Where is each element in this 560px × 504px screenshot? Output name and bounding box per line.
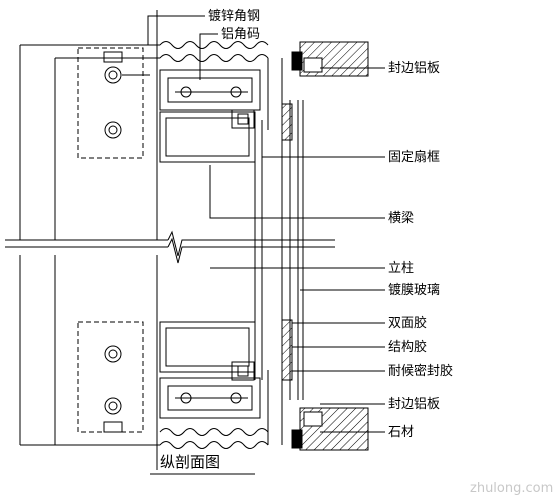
label-coated-glass: 镀膜玻璃 xyxy=(388,282,440,298)
break-line xyxy=(5,230,335,264)
label-aluminum-angle-code: 铝角码 xyxy=(221,27,260,42)
label-crossbeam: 横梁 xyxy=(388,211,414,226)
stone-bottom xyxy=(299,407,369,451)
label-structural-sealant: 结构胶 xyxy=(388,339,427,355)
anchor-plate-bottom xyxy=(77,321,144,433)
label-fixed-sash-frame: 固定扇框 xyxy=(388,149,440,165)
label-weather-sealant: 耐候密封胶 xyxy=(388,363,453,379)
structure-outline xyxy=(19,10,160,470)
bolt-icon xyxy=(103,345,123,433)
aluminum-angle-bottom xyxy=(159,377,261,419)
galvanized-angle-steel-bottom xyxy=(159,428,269,449)
anchor-plate-top xyxy=(77,47,144,159)
label-edge-aluminum-panel-bottom: 封边铝板 xyxy=(388,397,440,412)
leader-lines xyxy=(147,15,385,433)
crossbeam-top xyxy=(159,111,256,163)
watermark: zhulong.com xyxy=(470,481,553,496)
label-edge-aluminum-panel-top: 封边铝板 xyxy=(388,61,440,76)
sealant-blocks xyxy=(281,51,303,449)
label-column: 立柱 xyxy=(388,261,414,276)
galvanized-angle-steel xyxy=(159,41,269,62)
drawing-caption: 纵剖面图 xyxy=(160,453,220,471)
bolt-icon xyxy=(103,51,150,139)
aluminum-angle-top xyxy=(159,69,261,111)
label-stone: 石材 xyxy=(388,425,414,440)
stone-top xyxy=(299,41,369,77)
label-galvanized-angle-steel: 镀锌角钢 xyxy=(208,8,260,24)
label-double-sided-tape: 双面胶 xyxy=(388,315,427,331)
crossbeam-bottom xyxy=(159,321,256,373)
